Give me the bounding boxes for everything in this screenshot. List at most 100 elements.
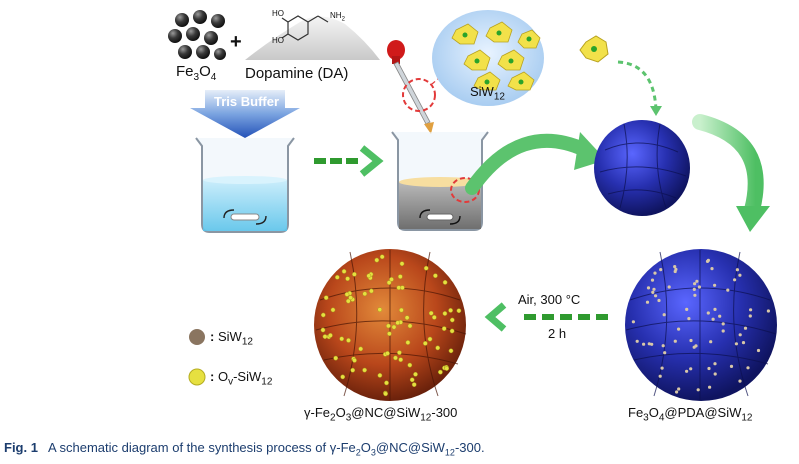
ov-siw12-dot [385, 351, 390, 356]
siw12-dot [657, 298, 661, 303]
ov-siw12-dot [383, 391, 388, 397]
tris-buffer-label: Tris Buffer [214, 94, 280, 109]
siw12-dot [663, 351, 667, 355]
siw12-dot [713, 307, 717, 311]
siw12-dot [721, 322, 725, 326]
siw12-dot [721, 329, 725, 333]
fe3o4-label: Fe3O4 [176, 63, 217, 83]
ov-siw12-dot [384, 380, 389, 386]
ov-siw12-dot [339, 336, 345, 342]
siw12-dot [726, 288, 730, 292]
siw12-bubble-label: SiW12 [470, 84, 505, 103]
siw12-dot [673, 265, 677, 269]
siw12-dot [694, 344, 698, 348]
ov-siw12-dot [422, 341, 428, 346]
dashed-arrow-1 [314, 145, 384, 177]
ov-siw12-dot [397, 274, 403, 279]
siw12-dot [708, 385, 712, 389]
siw12-dot [733, 278, 737, 282]
siw12-dot [661, 344, 665, 348]
siw12-dot [695, 279, 699, 283]
ov-siw12-dot [341, 269, 347, 274]
ho-bottom-label: HO [272, 36, 284, 45]
ov-siw12-dot [348, 295, 353, 301]
ov-siw12-dot [449, 328, 455, 334]
siw12-dot [749, 308, 753, 312]
legend-siw12-dot [189, 329, 205, 345]
siw12-dot [748, 314, 752, 318]
siw12-dot [738, 273, 742, 277]
ov-siw12-dot [456, 308, 462, 314]
blue-flower-sphere-small [594, 120, 690, 216]
siw12-dot [718, 314, 722, 318]
dopamine-label: Dopamine (DA) [245, 65, 349, 82]
ov-siw12-dot [358, 346, 364, 352]
ov-siw12-dot [323, 295, 329, 301]
ov-siw12-dot [379, 254, 385, 260]
ov-siw12-dot [409, 377, 415, 383]
ov-siw12-dot [399, 261, 405, 267]
ov-siw12-dot [386, 323, 391, 329]
ov-siw12-dot [433, 273, 438, 279]
siw12-dot [743, 326, 748, 330]
blue-flower-sphere-large [625, 249, 777, 401]
dashed-arrow-2 [617, 60, 658, 111]
siw12-dot [635, 339, 639, 343]
ov-siw12-dot [431, 315, 437, 320]
siw12-dot [677, 327, 681, 331]
ov-siw12-dot [448, 308, 453, 313]
siw12-bubble [432, 10, 544, 106]
siw12-dot [713, 283, 717, 287]
siw12-dot [685, 369, 689, 373]
siw12-dot [711, 317, 715, 321]
ov-siw12-dot [374, 257, 380, 263]
siw12-dot [673, 269, 677, 274]
ov-siw12-dot [391, 324, 397, 330]
ov-siw12-dot [444, 366, 450, 371]
legend-ov-siw12-label: : Ov-SiW12 [210, 369, 273, 388]
siw12-dot [631, 320, 636, 324]
siw12-dot [687, 317, 691, 321]
siw12-dot [689, 338, 693, 343]
ov-siw12-dot [441, 326, 447, 331]
siw12-dot [677, 387, 681, 391]
siw12-dot [756, 348, 761, 353]
step3-condition-line1: Air, 300 °C [518, 292, 581, 307]
dopamine-powder [245, 16, 380, 60]
siw12-dot [709, 340, 713, 344]
ov-siw12-dots-red-sphere [320, 254, 462, 397]
ov-siw12-dot [320, 327, 326, 333]
ov-siw12-dot [423, 265, 429, 271]
dopamine-structure-icon [281, 15, 329, 41]
ov-siw12-dot [389, 277, 394, 282]
siw12-dot [766, 309, 771, 313]
ov-siw12-dot [396, 285, 402, 291]
siw12-dot [646, 286, 651, 290]
ov-siw12-dot [362, 367, 367, 373]
ov-siw12-dot [322, 334, 328, 339]
siw12-dot [689, 367, 693, 371]
ov-siw12-dot [397, 350, 402, 355]
siw12-dot [667, 285, 671, 289]
siw12-dot [692, 287, 696, 291]
siw12-dot [741, 341, 746, 345]
fe3o4-particles [168, 10, 226, 60]
legend-ov-siw12-dot [188, 368, 206, 386]
siw12-single-polyhedron [579, 35, 609, 63]
siw12-dot [673, 339, 677, 343]
ov-siw12-dot [334, 274, 340, 280]
ov-siw12-dot [438, 369, 443, 375]
ov-siw12-dot [345, 298, 351, 304]
siw12-dot [645, 300, 650, 304]
ov-siw12-dot [369, 288, 374, 294]
ov-siw12-dot [405, 340, 411, 345]
siw12-dots-large-sphere [631, 258, 771, 394]
ov-siw12-dot [395, 320, 401, 326]
ov-siw12-dot [352, 271, 357, 277]
nh2-label: NH2 [330, 11, 345, 23]
siw12-dot [658, 374, 662, 378]
siw12-dot [651, 290, 655, 294]
ov-siw12-dot [442, 311, 448, 316]
